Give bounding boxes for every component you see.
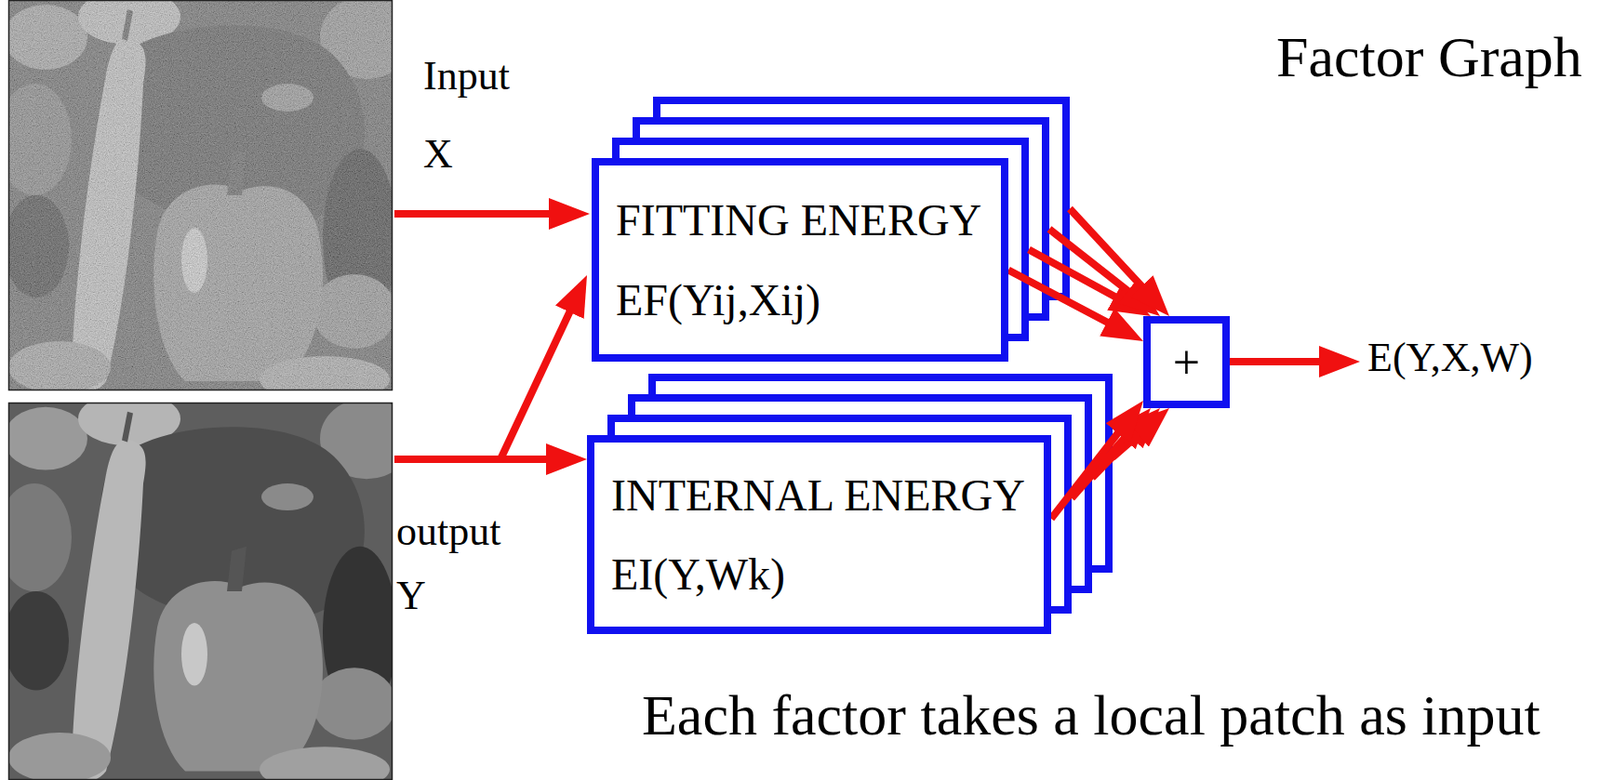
branch-arrow: [500, 292, 580, 460]
energy-box: INTERNAL ENERGY EI(Y,Wk): [586, 435, 1052, 635]
factor-arrow: [1051, 415, 1133, 520]
output-label: output: [396, 508, 501, 557]
sum-box: +: [1143, 316, 1230, 409]
peppers-photo: [8, 0, 393, 391]
box-text: FITTING ENERGY: [615, 194, 982, 246]
variable-label: Y: [396, 573, 427, 621]
box-text: EI(Y,Wk): [611, 548, 786, 600]
box-text: EF(Yij,Xij): [615, 274, 821, 326]
clean-photo: [8, 402, 393, 780]
photo-frame: [9, 403, 393, 780]
heading: Factor Graph: [1276, 24, 1583, 91]
box-text: +: [1173, 334, 1200, 391]
energy-label: E(Y,X,W): [1367, 334, 1534, 383]
input-label: Input: [423, 53, 510, 101]
output-arrow: [394, 455, 569, 464]
noisy-photo: [8, 0, 393, 391]
factor-arrow: [1008, 269, 1127, 333]
peppers-photo: [8, 402, 393, 780]
energy-box: FITTING ENERGY EF(Yij,Xij): [591, 158, 1009, 362]
energy-arrow: [1229, 358, 1342, 366]
factor-arrow: [1069, 208, 1157, 303]
note: Each factor takes a local patch as input: [641, 682, 1541, 749]
photo-frame: [9, 0, 393, 391]
photo-noise: [8, 0, 393, 391]
input-arrow: [394, 210, 572, 218]
variable-label: X: [423, 131, 454, 179]
box-text: INTERNAL ENERGY: [611, 469, 1026, 521]
